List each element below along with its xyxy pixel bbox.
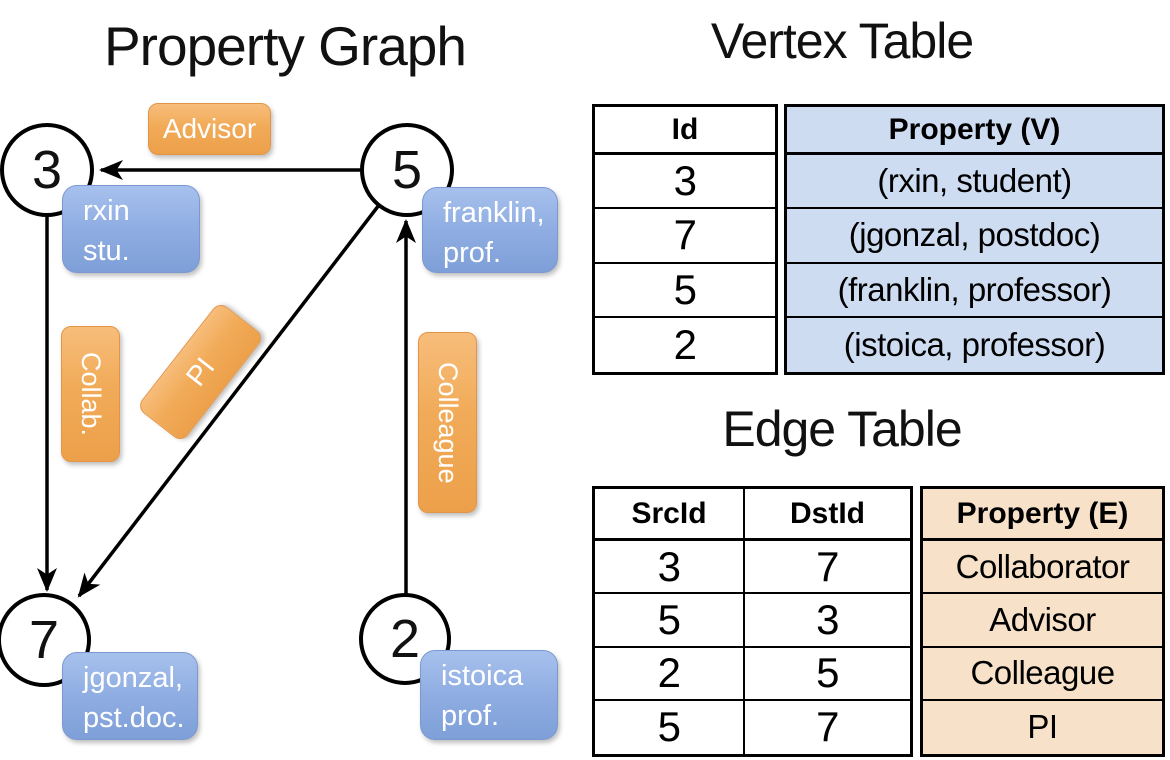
node-id-5: 5	[391, 140, 423, 200]
node-prop-line: rxin	[83, 195, 130, 227]
vertex-property-cell: (jgonzal, postdoc)	[787, 209, 1162, 264]
edge-col-header-srcid: SrcId	[595, 489, 745, 541]
edge-5-to-7	[77, 203, 381, 598]
vertex-property-cell: (franklin, professor)	[787, 263, 1162, 318]
edge-dst-cell: 5	[745, 648, 910, 701]
edge-property-cell: PI	[923, 700, 1162, 754]
edge-property-cell: Collaborator	[923, 541, 1162, 595]
vertex-table-title: Vertex Table	[710, 13, 974, 69]
edge-property-cell: Colleague	[923, 647, 1162, 701]
vertex-table-id-column: Id 3 7 5 2	[592, 104, 778, 375]
node-prop-box-jgonzal: jgonzal, pst.doc.	[62, 652, 198, 740]
edge-dst-cell: 3	[745, 594, 910, 648]
edge-property-cell: Advisor	[923, 594, 1162, 648]
node-prop-box-rxin: rxin stu.	[62, 185, 200, 273]
vertex-id-cell: 5	[595, 264, 775, 318]
node-id-2: 2	[389, 609, 421, 669]
node-id-7: 7	[28, 610, 60, 670]
vertex-id-cell: 3	[595, 155, 775, 210]
property-graph-title: Property Graph	[103, 15, 467, 77]
vertex-property-cell: (istoica, professor)	[787, 317, 1162, 372]
edge-label-advisor: Advisor	[148, 103, 271, 155]
edge-col-header-dstid: DstId	[745, 489, 910, 541]
edge-dst-cell: 7	[816, 703, 839, 751]
graph-canvas	[0, 123, 454, 687]
vertex-col-header-property: Property (V)	[787, 107, 1162, 155]
node-prop-line: pst.doc.	[83, 702, 185, 734]
vertex-table-property-column: Property (V) (rxin, student) (jgonzal, p…	[784, 104, 1165, 375]
edge-table-id-columns: SrcId DstId 3 7 5 3 2 5 5 7	[592, 486, 913, 757]
node-id-3: 3	[31, 140, 63, 200]
edge-col-header-property: Property (E)	[923, 489, 1162, 541]
node-prop-line: jgonzal,	[83, 662, 183, 694]
node-prop-line: prof.	[441, 700, 500, 732]
edge-label-collab: Collab.	[61, 326, 120, 462]
edge-table-title: Edge Table	[722, 401, 962, 457]
vertex-col-header-id: Id	[595, 107, 775, 155]
node-prop-line: stu.	[83, 235, 130, 267]
node-prop-line: prof.	[443, 237, 502, 269]
edge-src-cell: 3	[595, 541, 745, 595]
edge-src-cell: 2	[595, 647, 745, 701]
vertex-id-cell: 2	[673, 320, 697, 368]
edge-label-colleague: Colleague	[418, 332, 477, 513]
node-prop-line: franklin,	[443, 197, 545, 229]
edge-src-cell: 5	[595, 700, 745, 754]
edge-dst-cell: 7	[745, 541, 910, 595]
node-prop-line: istoica	[441, 660, 524, 692]
vertex-id-cell: 7	[595, 209, 775, 264]
vertex-property-cell: (rxin, student)	[787, 155, 1162, 210]
edge-src-cell: 5	[595, 594, 745, 648]
node-prop-box-franklin: franklin, prof.	[422, 187, 558, 273]
node-prop-box-istoica: istoica prof.	[420, 650, 558, 740]
edge-table-property-column: Property (E) Collaborator Advisor Collea…	[920, 486, 1165, 757]
